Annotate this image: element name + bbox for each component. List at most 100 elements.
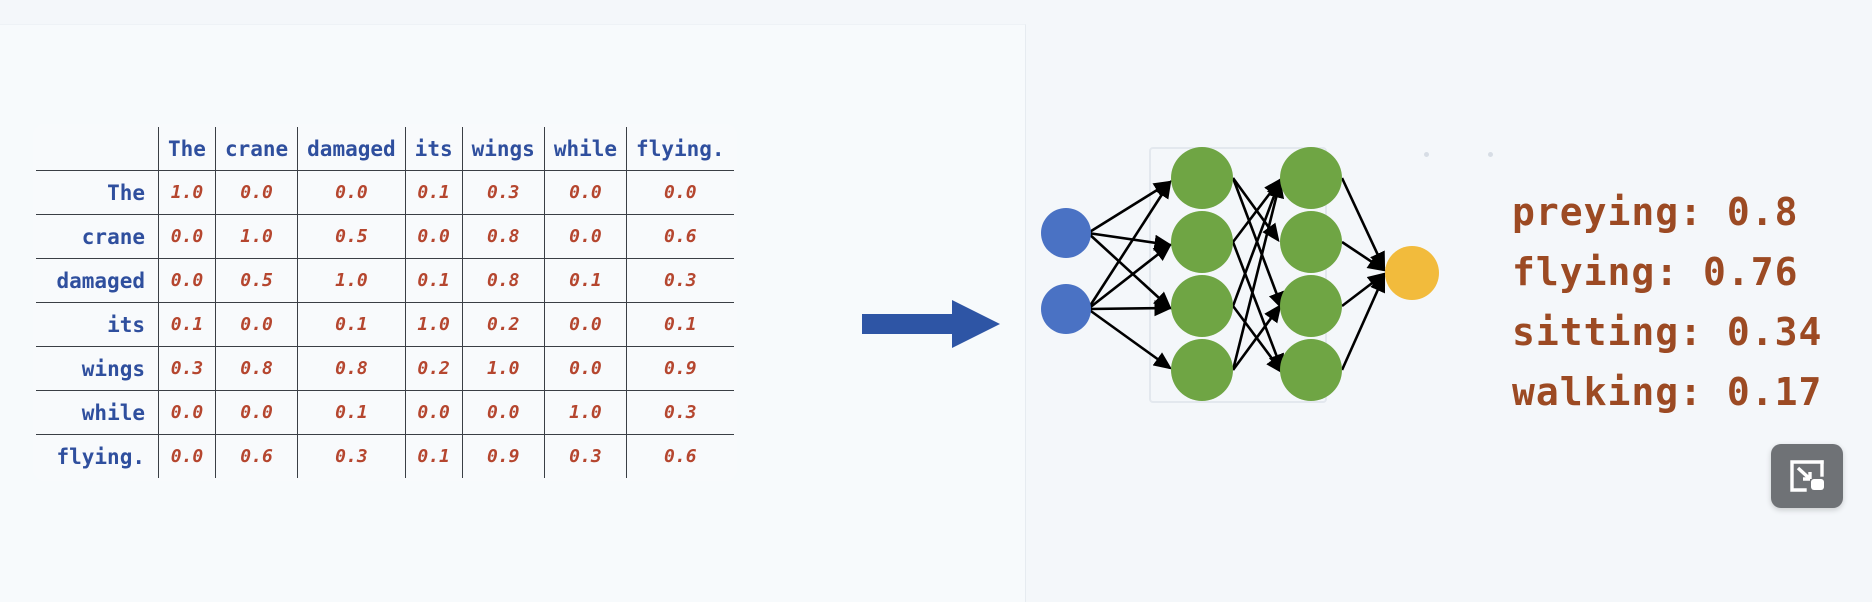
prediction-label: preying: bbox=[1512, 190, 1704, 234]
matrix-cell-1-3: 0.0 bbox=[404, 214, 463, 259]
matrix-header-row: The crane damaged its wings while flying… bbox=[35, 127, 734, 171]
matrix-corner-cell bbox=[35, 127, 159, 171]
neural-network-diagram bbox=[1041, 147, 1439, 403]
matrix-cell-4-6: 0.9 bbox=[626, 346, 734, 391]
table-row: while 0.0 0.0 0.1 0.0 0.0 1.0 0.3 bbox=[35, 390, 734, 435]
matrix-cell-4-1: 0.8 bbox=[214, 346, 299, 391]
matrix-cell-2-4: 0.8 bbox=[461, 258, 545, 303]
matrix-cell-2-5: 0.1 bbox=[543, 258, 628, 303]
matrix-cell-5-6: 0.3 bbox=[626, 390, 734, 435]
list-item: preying: 0.8 bbox=[1512, 182, 1822, 242]
matrix-cell-4-4: 1.0 bbox=[461, 346, 545, 391]
matrix-cell-3-1: 0.0 bbox=[214, 302, 299, 347]
matrix-cell-3-6: 0.1 bbox=[626, 302, 734, 347]
matrix-cell-2-2: 1.0 bbox=[297, 258, 406, 303]
matrix-cell-3-0: 0.1 bbox=[158, 302, 216, 347]
picture-in-picture-button[interactable] bbox=[1771, 444, 1843, 508]
prediction-list: preying: 0.8 flying: 0.76 sitting: 0.34 … bbox=[1512, 182, 1822, 422]
matrix-cell-4-0: 0.3 bbox=[158, 346, 216, 391]
matrix-col-header-5: while bbox=[543, 127, 628, 171]
output-node bbox=[1385, 246, 1439, 300]
matrix-cell-6-2: 0.3 bbox=[297, 434, 406, 478]
prediction-value: 0.17 bbox=[1726, 370, 1823, 414]
edges-hidden2-to-output bbox=[1340, 177, 1387, 371]
matrix-cell-1-2: 0.5 bbox=[297, 214, 406, 259]
matrix-col-header-1: crane bbox=[214, 127, 299, 171]
matrix-cell-0-0: 1.0 bbox=[158, 170, 216, 215]
matrix-cell-4-3: 0.2 bbox=[404, 346, 463, 391]
matrix-cell-1-4: 0.8 bbox=[461, 214, 545, 259]
matrix-cell-3-5: 0.0 bbox=[543, 302, 628, 347]
matrix-cell-6-3: 0.1 bbox=[404, 434, 463, 478]
matrix-cell-1-0: 0.0 bbox=[158, 214, 216, 259]
matrix-cell-3-3: 1.0 bbox=[404, 302, 463, 347]
matrix-cell-0-3: 0.1 bbox=[404, 170, 463, 215]
matrix-cell-3-4: 0.2 bbox=[461, 302, 545, 347]
hidden-node bbox=[1171, 211, 1233, 273]
matrix-cell-5-4: 0.0 bbox=[461, 390, 545, 435]
table-row: damaged 0.0 0.5 1.0 0.1 0.8 0.1 0.3 bbox=[35, 258, 734, 303]
matrix-row-header-0: The bbox=[35, 170, 159, 215]
matrix-row-header-3: its bbox=[35, 302, 159, 347]
prediction-label: flying: bbox=[1512, 250, 1680, 294]
table-row: flying. 0.0 0.6 0.3 0.1 0.9 0.3 0.6 bbox=[35, 434, 734, 478]
input-node bbox=[1041, 208, 1091, 258]
input-node bbox=[1041, 284, 1091, 334]
matrix-cell-5-0: 0.0 bbox=[158, 390, 216, 435]
matrix-col-header-3: its bbox=[404, 127, 463, 171]
matrix-cell-5-3: 0.0 bbox=[404, 390, 463, 435]
matrix-cell-0-6: 0.0 bbox=[626, 170, 734, 215]
hidden-node bbox=[1171, 275, 1233, 337]
matrix-cell-6-4: 0.9 bbox=[461, 434, 545, 478]
matrix-cell-2-3: 0.1 bbox=[404, 258, 463, 303]
matrix-cell-6-0: 0.0 bbox=[158, 434, 216, 478]
matrix-table: The crane damaged its wings while flying… bbox=[33, 124, 737, 481]
matrix-row-header-6: flying. bbox=[35, 434, 159, 478]
matrix-row-header-1: crane bbox=[35, 214, 159, 259]
hidden-node bbox=[1280, 211, 1342, 273]
word-similarity-matrix: The crane damaged its wings while flying… bbox=[33, 124, 737, 481]
flow-arrow bbox=[862, 300, 1000, 348]
decorative-dot bbox=[1488, 152, 1493, 157]
table-row: The 1.0 0.0 0.0 0.1 0.3 0.0 0.0 bbox=[35, 170, 734, 215]
hidden-node bbox=[1171, 147, 1233, 209]
matrix-row-header-5: while bbox=[35, 390, 159, 435]
matrix-row-header-2: damaged bbox=[35, 258, 159, 303]
edges-input-to-hidden1 bbox=[1086, 179, 1173, 370]
matrix-cell-5-5: 1.0 bbox=[543, 390, 628, 435]
matrix-col-header-0: The bbox=[158, 127, 216, 171]
matrix-cell-2-0: 0.0 bbox=[158, 258, 216, 303]
matrix-cell-1-1: 1.0 bbox=[214, 214, 299, 259]
list-item: walking: 0.17 bbox=[1512, 362, 1822, 422]
matrix-row-header-4: wings bbox=[35, 346, 159, 391]
prediction-label: walking: bbox=[1512, 370, 1704, 414]
prediction-value: 0.8 bbox=[1726, 190, 1799, 234]
edges-hidden1-to-hidden2 bbox=[1231, 177, 1285, 375]
matrix-cell-6-5: 0.3 bbox=[543, 434, 628, 478]
table-row: its 0.1 0.0 0.1 1.0 0.2 0.0 0.1 bbox=[35, 302, 734, 347]
matrix-cell-2-1: 0.5 bbox=[214, 258, 299, 303]
minimize-to-corner-icon bbox=[1790, 460, 1824, 492]
matrix-col-header-6: flying. bbox=[626, 127, 734, 171]
list-item: sitting: 0.34 bbox=[1512, 302, 1822, 362]
matrix-col-header-4: wings bbox=[461, 127, 545, 171]
hidden-node bbox=[1280, 339, 1342, 401]
decorative-dot bbox=[1424, 152, 1429, 157]
matrix-cell-0-2: 0.0 bbox=[297, 170, 406, 215]
matrix-cell-3-2: 0.1 bbox=[297, 302, 406, 347]
matrix-cell-4-2: 0.8 bbox=[297, 346, 406, 391]
arrow-right-icon bbox=[862, 300, 1000, 348]
matrix-cell-5-1: 0.0 bbox=[214, 390, 299, 435]
prediction-label: sitting: bbox=[1512, 310, 1704, 354]
list-item: flying: 0.76 bbox=[1512, 242, 1822, 302]
matrix-cell-0-1: 0.0 bbox=[214, 170, 299, 215]
matrix-cell-0-4: 0.3 bbox=[461, 170, 545, 215]
matrix-cell-5-2: 0.1 bbox=[297, 390, 406, 435]
matrix-cell-4-5: 0.0 bbox=[543, 346, 628, 391]
table-row: crane 0.0 1.0 0.5 0.0 0.8 0.0 0.6 bbox=[35, 214, 734, 259]
matrix-col-header-2: damaged bbox=[297, 127, 406, 171]
prediction-value: 0.34 bbox=[1726, 310, 1823, 354]
matrix-cell-2-6: 0.3 bbox=[626, 258, 734, 303]
prediction-value: 0.76 bbox=[1703, 250, 1799, 294]
matrix-cell-0-5: 0.0 bbox=[543, 170, 628, 215]
